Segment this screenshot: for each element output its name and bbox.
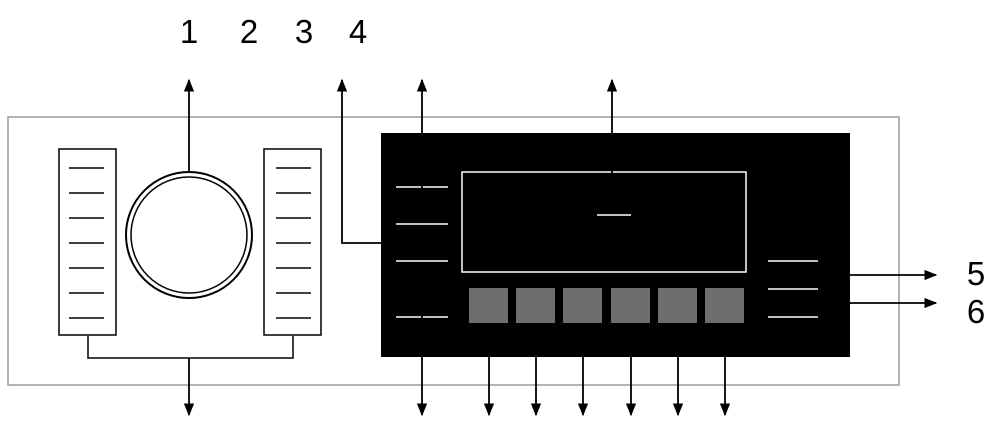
function-buttons bbox=[469, 288, 744, 323]
left-program-strip bbox=[58, 148, 117, 336]
callout-2-arrow bbox=[336, 78, 406, 244]
program-selector-knob bbox=[125, 171, 253, 299]
display-right-lines bbox=[768, 260, 818, 318]
function-button-4 bbox=[611, 288, 650, 323]
function-button-3 bbox=[563, 288, 602, 323]
callout-number-2: 2 bbox=[240, 13, 258, 50]
function-button-6 bbox=[705, 288, 744, 323]
function-button-1 bbox=[469, 288, 508, 323]
callout-number-5: 5 bbox=[967, 255, 985, 292]
callout-number-1: 1 bbox=[180, 13, 198, 50]
callout-number-4: 4 bbox=[349, 13, 367, 50]
function-button-5 bbox=[658, 288, 697, 323]
right-program-strip bbox=[263, 148, 322, 336]
display-screen bbox=[461, 171, 747, 273]
function-button-2 bbox=[516, 288, 555, 323]
strips-bracket bbox=[87, 336, 294, 359]
callout-number-6: 6 bbox=[967, 293, 985, 330]
callout-number-3: 3 bbox=[295, 13, 313, 50]
